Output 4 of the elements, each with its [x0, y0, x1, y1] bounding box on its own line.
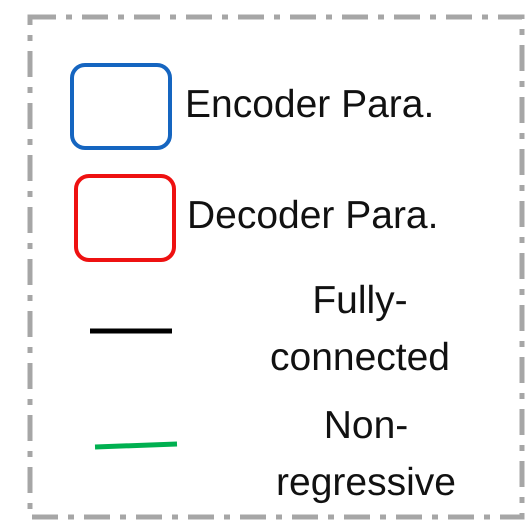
- legend-label: Encoder Para.: [185, 82, 434, 128]
- legend-label: Fully-connected: [269, 278, 451, 381]
- legend-label: Decoder Para.: [187, 193, 438, 239]
- legend-label: Non-regressive: [275, 403, 457, 506]
